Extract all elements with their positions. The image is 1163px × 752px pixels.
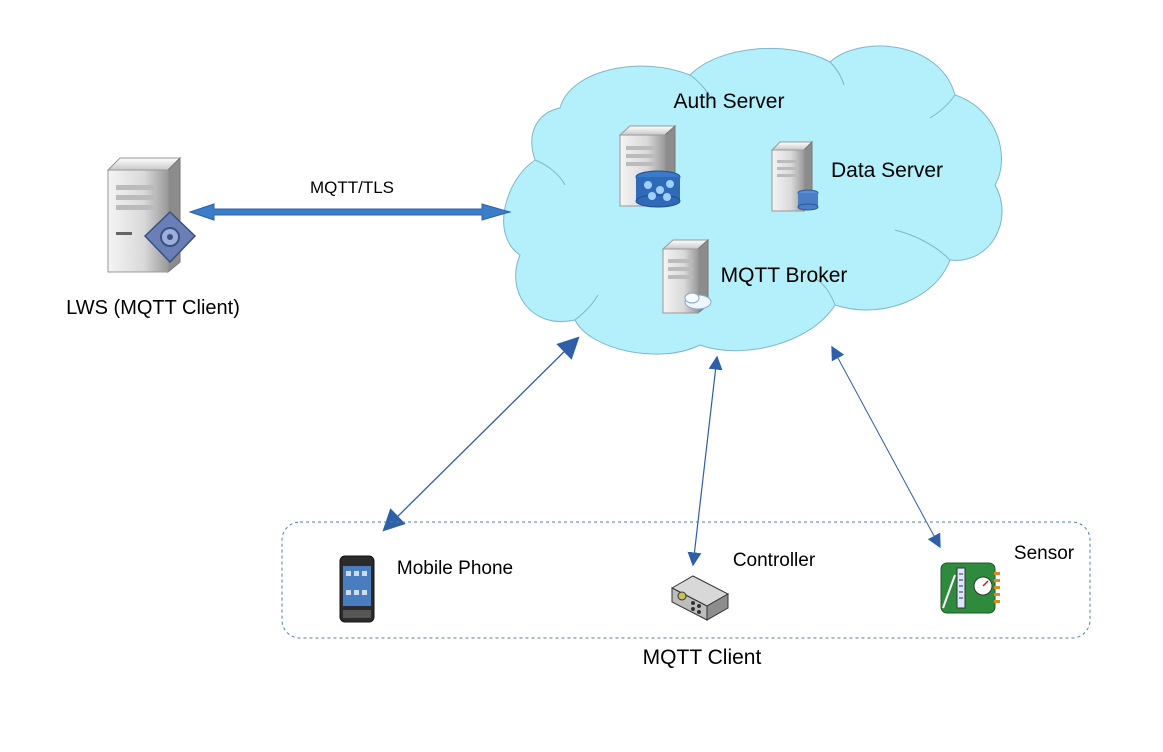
sensor-link-arrow xyxy=(831,345,941,549)
mqtt-broker-label: MQTT Broker xyxy=(721,264,848,287)
mobile-link-arrow xyxy=(382,336,580,532)
sensor-label: Sensor xyxy=(1014,543,1075,564)
data-server-icon xyxy=(770,140,819,213)
data-server-label: Data Server xyxy=(831,159,943,182)
auth-server-icon xyxy=(618,124,681,208)
auth-server-label: Auth Server xyxy=(674,90,785,113)
controller-label: Controller xyxy=(733,550,816,571)
lws-label: LWS (MQTT Client) xyxy=(66,297,240,319)
mqtt-broker-icon xyxy=(661,238,712,315)
mobile-phone-label: Mobile Phone xyxy=(397,558,513,579)
mqtt-tls-label: MQTT/TLS xyxy=(310,178,394,197)
mobile-phone-icon xyxy=(339,555,375,623)
cloud xyxy=(503,45,1003,355)
sensor-icon xyxy=(940,562,1000,614)
mqtt-client-group-label: MQTT Client xyxy=(643,646,762,669)
controller-icon xyxy=(670,575,730,621)
controller-link-arrow xyxy=(687,355,723,567)
mqtt-tls-link xyxy=(188,203,512,221)
lws-server-icon xyxy=(106,156,197,274)
mqtt-client-group xyxy=(281,521,1091,639)
